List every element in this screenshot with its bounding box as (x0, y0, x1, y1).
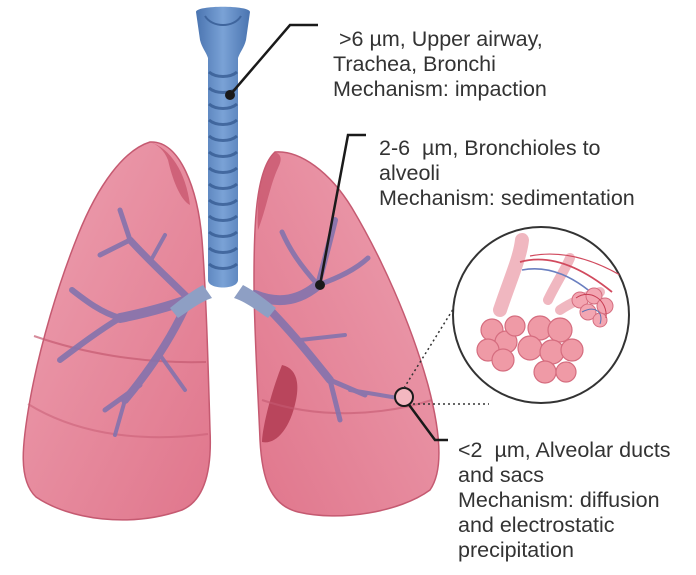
annotation-line: precipitation (458, 538, 574, 562)
annotation-line: Mechanism: sedimentation (379, 186, 635, 210)
annotation-line: Mechanism: diffusion (458, 488, 660, 512)
annotation-line: and electrostatic (458, 513, 615, 537)
annotation-alveolar: <2 µm, Alveolar ducts and sacs Mechanism… (458, 438, 671, 563)
trachea (196, 7, 250, 288)
annotation-upper-airway: >6 µm, Upper airway, Trachea, Bronchi Me… (333, 27, 547, 102)
annotation-bronchioles: 2-6 µm, Bronchioles to alveoli Mechanism… (379, 136, 635, 211)
left-lung (23, 142, 210, 520)
annotation-line: <2 µm, Alveolar ducts (458, 438, 671, 462)
alveoli-magnifier (395, 227, 629, 406)
annotation-line: >6 µm, Upper airway, (333, 27, 543, 51)
annotation-line: 2-6 µm, Bronchioles to (379, 136, 601, 160)
annotation-line: Trachea, Bronchi (333, 52, 496, 76)
annotation-line: and sacs (458, 463, 544, 487)
annotation-line: Mechanism: impaction (333, 77, 547, 101)
annotation-line: alveoli (379, 161, 440, 185)
